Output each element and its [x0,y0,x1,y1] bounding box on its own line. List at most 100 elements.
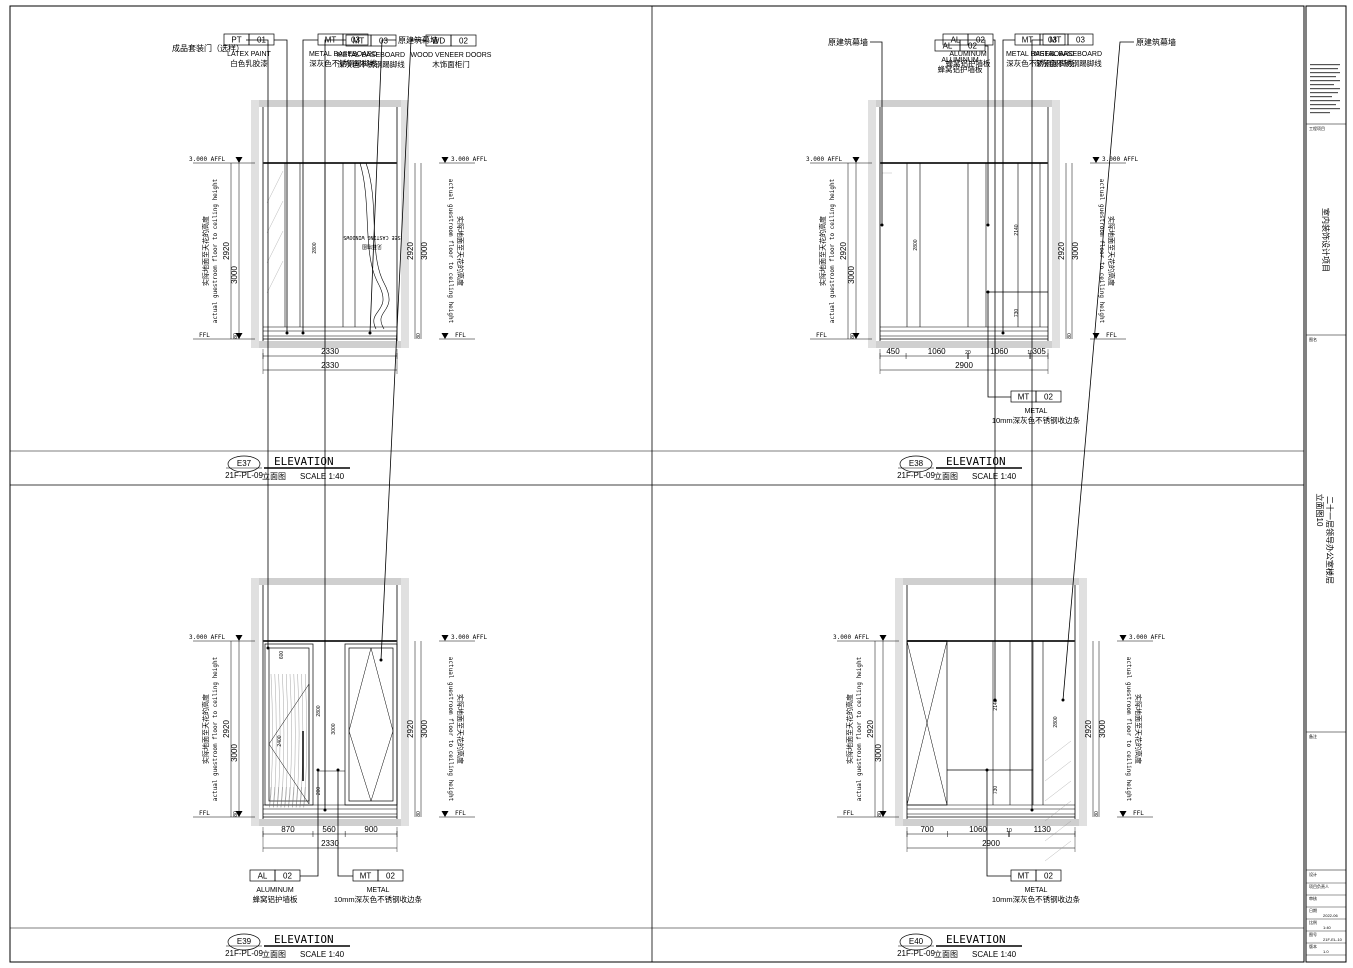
elevation-scale: SCALE 1:40 [300,472,345,481]
elevation-title: ELEVATION [946,933,1006,946]
side-note-cn: 实际地面至天花的高度 [1107,216,1116,286]
wood-grain [269,673,273,808]
level-label-bottom-right: FFL [1133,810,1144,817]
glass-hatch [266,170,284,204]
level-label-bottom-right: FFL [455,810,466,817]
leader-dot [285,331,289,335]
right-wall-band [1052,100,1060,348]
dim-horizontal-total: 2900 [955,361,973,370]
level-label-top-right: 3.000 AFFL [1129,634,1166,641]
curtain-note-cn: 见幕墙图 [362,243,382,250]
title-block-row-value: 21F-EL-10 [1323,937,1343,942]
callout-material-cn: 蜂窝铝护墙板 [938,64,983,74]
left-wall-band [251,100,259,348]
callout-material-cn: 10mm深灰色不锈钢收边条 [992,894,1081,904]
callout-material-cn: 深灰色不锈钢踢脚线 [337,59,405,69]
callout-num-box [248,33,275,46]
dim-horizontal: 1060 [928,347,946,356]
dim-inner: 2400 [277,735,283,746]
level-marker-bottom-right [1119,811,1127,817]
callout-code: AL [943,42,953,51]
dim-vertical-2920: 2920 [839,242,848,260]
dim-horizontal: 2330 [321,347,339,356]
wood-grain [288,673,292,808]
wood-grain [292,673,296,808]
callout-material-cn: 原建筑幕墙 [828,37,868,47]
dim-vertical-2920: 2920 [866,720,875,738]
callout-num-box [377,869,404,882]
leader-dot [1030,808,1034,812]
elevation-subtitle: 立面图 [934,949,958,959]
leader-dot [323,808,327,812]
callout-number: 03 [379,37,388,46]
block-label-drawing: 图名 [1309,336,1317,342]
leader-line [1031,39,1043,810]
callout-number: 02 [1044,872,1053,881]
dim-vertical-80: 80 [233,333,239,339]
glass-hatch [1044,780,1072,802]
glass-hatch [266,230,284,264]
title-block-row-label: 审核 [1309,895,1317,901]
elevation-tag-bubble [899,933,933,951]
title-block-row-label: 图号 [1309,931,1317,937]
leader-dot [301,331,305,335]
leader-dot [379,658,383,662]
elevation-title: ELEVATION [946,455,1006,468]
level-marker-top-right [1092,157,1100,163]
left-wall-band [895,578,903,826]
dim-horizontal: 450 [886,347,900,356]
elevation-tag-bubble [899,455,933,473]
callout-material-en: METAL BASEBOARD [309,51,377,58]
level-label-top-left: 3.000 AFFL [189,634,226,641]
callout-material-cn: 深灰色不锈钢踢脚线 [309,58,377,68]
callout-material-en: METAL BASEBOARD [337,52,405,59]
title-block-row-value: 1:40 [1323,925,1332,930]
dim-horizontal: 870 [281,825,295,834]
leader-dot [368,331,372,335]
level-label-bottom-left: FFL [843,810,854,817]
callout-material-en: METAL [1025,408,1048,415]
elevation-subtitle: 立面图 [262,471,286,481]
callout-code: AL [258,872,268,881]
side-note-cn: 实际地面至天花的高度 [456,216,465,286]
dim-vertical-3000: 3000 [1071,242,1080,260]
level-marker-bottom-right [441,811,449,817]
dim-vertical-80: 80 [1067,333,1073,339]
callout-code: MT [1018,393,1030,402]
leader-dot [986,290,990,294]
leader-line [986,770,1011,877]
side-note-en: actual guestroom floor to ceiling height [447,657,454,802]
callout-material-cn: 成品套装门（选样） [172,43,244,53]
elevation-title: ELEVATION [274,933,334,946]
glass-hatch [1044,840,1072,862]
callout-number: 03 [351,36,360,45]
leader-line [246,39,269,648]
side-note-cn: 实际地面至天花的高度 [201,694,210,764]
elevation-title: ELEVATION [274,455,334,468]
callout-material-cn: 白色乳胶漆 [230,58,268,68]
callout-material-cn: 蜂窝铝护墙板 [253,894,298,904]
leader-dot [316,768,320,772]
dim-vertical-80: 80 [416,333,422,339]
dim-inner: 600 [279,651,285,660]
level-label-top-left: 3.000 AFFL [806,156,843,163]
title-block-row-label: 比例 [1309,919,1317,925]
leader-line [870,41,883,225]
leader-dot [336,768,340,772]
callout-material-cn: 蜂窝铝护墙板 [946,58,991,68]
title-block-row-label: 日期 [1309,907,1317,913]
leader-line [993,39,996,700]
side-note-cn: 实际地面至天花的高度 [818,216,827,286]
level-label-top-right: 3.000 AFFL [1102,156,1139,163]
wood-grain [273,673,277,808]
leader-line [380,39,426,661]
block-label-remarks: 备注 [1309,733,1317,739]
title-block-row-value: 1.0 [1323,949,1329,954]
callout-num-box [342,33,369,46]
callout-num-box [967,33,994,46]
leader-dot [880,223,884,227]
dim-horizontal: 305 [1033,347,1047,356]
leader-line [369,39,396,334]
